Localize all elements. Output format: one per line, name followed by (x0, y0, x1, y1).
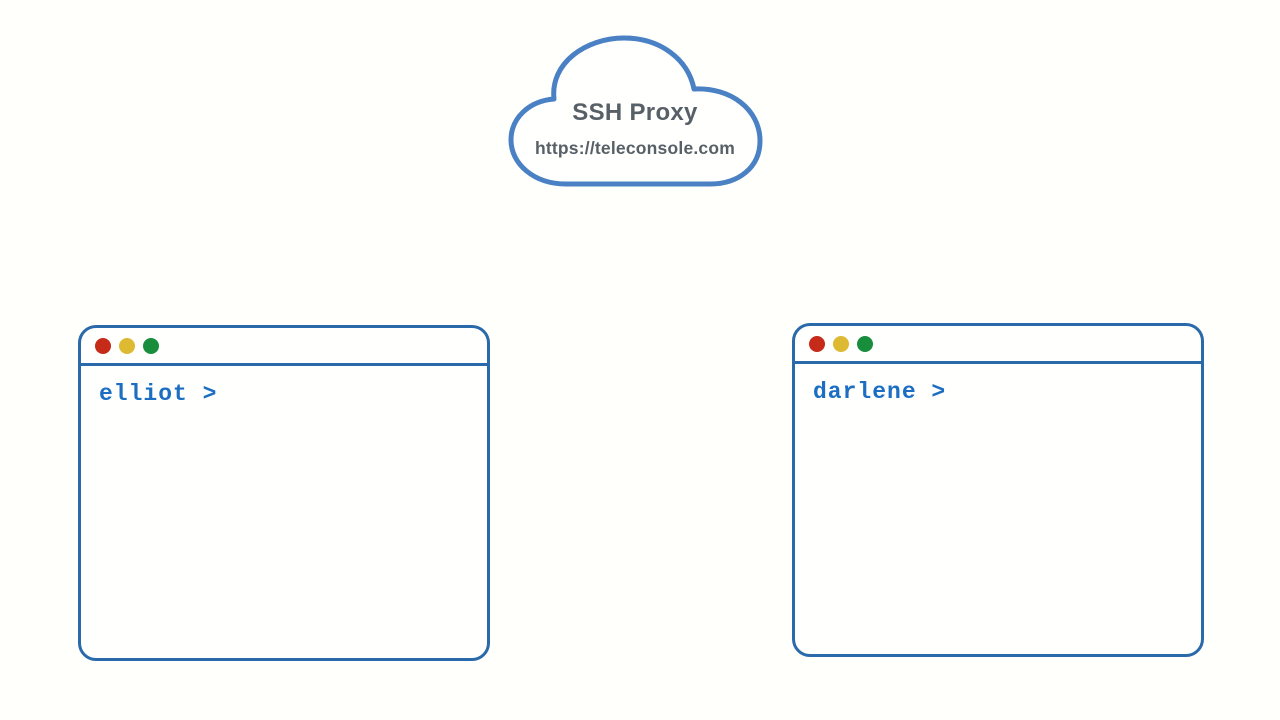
terminal-prompt-darlene: darlene > (813, 379, 947, 405)
terminal-titlebar (81, 328, 487, 366)
close-icon (809, 335, 825, 352)
minimize-icon (119, 337, 135, 354)
zoom-icon (857, 335, 873, 352)
terminal-window-darlene: darlene > (792, 323, 1204, 657)
cloud-url: https://teleconsole.com (534, 138, 736, 158)
close-icon (95, 337, 111, 354)
terminal-prompt-elliot: elliot > (99, 381, 218, 407)
terminal-titlebar (795, 326, 1201, 364)
terminal-window-elliot: elliot > (78, 325, 490, 661)
ssh-proxy-cloud: SSH Proxy https://teleconsole.com (504, 31, 766, 193)
cloud-shape (508, 35, 763, 187)
minimize-icon (833, 335, 849, 352)
cloud-icon (508, 35, 763, 187)
zoom-icon (143, 337, 159, 354)
cloud-title: SSH Proxy (572, 99, 698, 126)
